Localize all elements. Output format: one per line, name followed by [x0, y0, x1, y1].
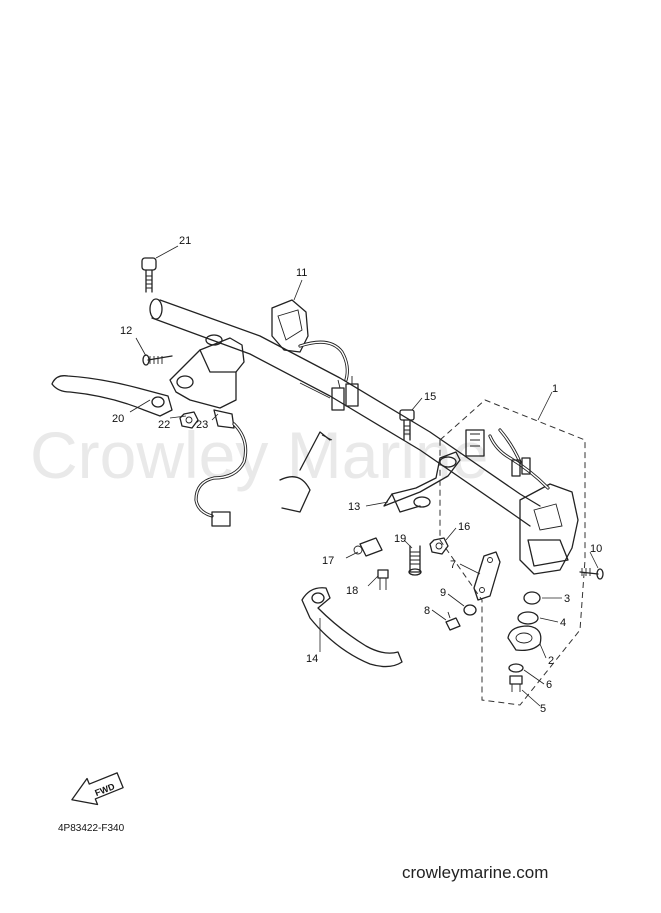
part-18-screw	[377, 569, 389, 590]
part-10-screw	[579, 568, 604, 580]
callout-12: 12	[120, 325, 132, 337]
callout-5: 5	[540, 703, 546, 715]
left-switch-housing	[169, 334, 245, 409]
callout-11: 11	[296, 267, 307, 279]
callout-6: 6	[546, 679, 552, 691]
part-1-assembly-outline	[439, 399, 586, 706]
callout-9: 9	[440, 587, 446, 599]
callout-14: 14	[306, 653, 318, 665]
watermark: Crowley Marine	[30, 418, 488, 492]
callouts: 21 11 12 20 22 23 15 1 13 16 17 19 18 7 …	[112, 235, 602, 715]
part-6-washer	[508, 663, 524, 673]
callout-19: 19	[394, 533, 406, 545]
footer-site: crowleymarine.com	[402, 863, 548, 882]
callout-1: 1	[552, 383, 558, 395]
callout-8: 8	[424, 605, 430, 617]
callout-7: 7	[450, 559, 456, 571]
part-2-cover	[507, 625, 542, 652]
part-1-right-switch	[465, 428, 579, 575]
part-9-washer	[463, 604, 477, 616]
part-22-nut	[179, 411, 199, 429]
callout-3: 3	[564, 593, 570, 605]
part-8-screw	[445, 611, 461, 631]
part-12-screw	[142, 354, 173, 366]
callout-15: 15	[424, 391, 436, 403]
part-16-nut	[429, 537, 449, 555]
callout-21: 21	[179, 235, 191, 247]
callout-10: 10	[590, 543, 602, 555]
part-4-washer	[517, 611, 539, 625]
part-3-washer	[523, 591, 541, 605]
callout-16: 16	[458, 521, 470, 533]
part-13-lever-bracket	[383, 451, 461, 513]
part-17-switch	[353, 537, 383, 557]
callout-17: 17	[322, 555, 334, 567]
callout-13: 13	[348, 501, 360, 513]
callout-22: 22	[158, 419, 170, 431]
part-11-switch	[271, 299, 359, 411]
part-15-bolt	[399, 409, 415, 441]
callout-23: 23	[196, 419, 208, 431]
part-14-brake-lever	[301, 587, 403, 668]
part-5-screw	[509, 675, 523, 692]
diagram-code: 4P83422-F340	[58, 823, 125, 834]
part-7-bracket	[473, 551, 501, 601]
callout-2: 2	[548, 655, 554, 667]
callout-4: 4	[560, 617, 566, 629]
callout-18: 18	[346, 585, 358, 597]
handlebar	[149, 298, 541, 527]
callout-20: 20	[112, 413, 124, 425]
part-21-bolt	[141, 257, 157, 293]
part-23-clutch-switch	[194, 409, 248, 527]
part-20-clutch-lever	[51, 375, 173, 417]
part-19-bolt	[408, 545, 422, 576]
leader-lines	[129, 245, 599, 707]
forward-arrow-icon: FWD	[71, 772, 124, 806]
